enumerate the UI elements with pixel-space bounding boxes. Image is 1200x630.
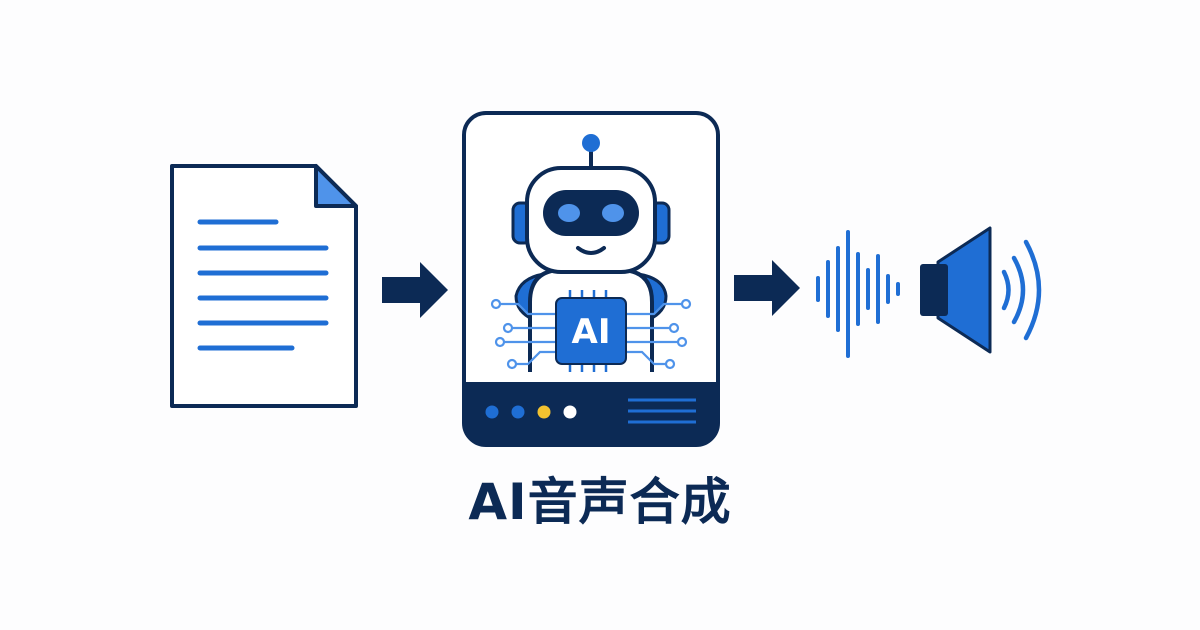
panel-lines [628,398,696,424]
arrow-right-icon [734,260,800,316]
ai-chip: AI [555,290,627,372]
diagram-caption: AI音声合成 [468,473,732,531]
chip-label: AI [572,312,611,352]
sound-wave-icon [816,230,900,358]
status-dots [485,405,577,419]
ai-robot-icon [511,134,671,372]
document-icon [170,164,358,408]
arrow-right-icon [382,262,448,318]
speaker-icon [920,226,1042,354]
circuit-lines [500,302,682,366]
document-text-lines [197,219,329,351]
circuit-nodes [490,298,692,370]
